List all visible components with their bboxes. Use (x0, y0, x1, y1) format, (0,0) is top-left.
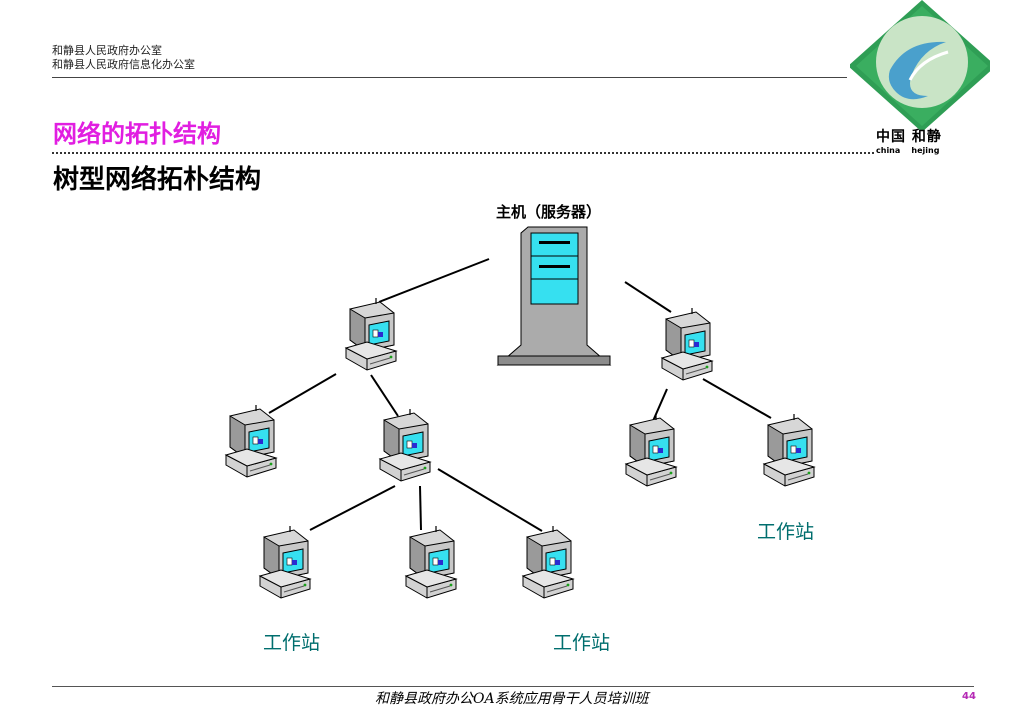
link-server-pc1r (624, 281, 672, 313)
computer-icon-l2-d (763, 413, 815, 487)
link-pc1l-pc2b (370, 374, 399, 417)
computer-icon-l3-c (522, 525, 574, 599)
hejing-logo-icon (850, 0, 990, 130)
computer-icon-l2-c (625, 413, 677, 487)
footer-text: 和静县政府办公OA系统应用骨干人员培训班 (375, 691, 649, 707)
computer-icon-l1-right (661, 307, 713, 381)
logo-text-hejing-cn: 和静 (911, 129, 942, 145)
link-pc1r-pc2c (652, 388, 668, 422)
link-pc2b-pc3a (309, 485, 396, 531)
computer-icon-l2-a (225, 404, 277, 478)
logo-text-china-en: china (876, 146, 901, 155)
logo-text-china-cn: 中国 (876, 129, 906, 145)
link-pc1l-pc2a (268, 373, 337, 414)
computer-icon-l3-a (259, 525, 311, 599)
workstation-label-left: 工作站 (263, 632, 321, 654)
server-tower-icon (496, 226, 612, 366)
logo-text: 中国 和静 china hejing (876, 126, 976, 155)
org-name-line-2: 和静县人民政府信息化办公室 (52, 58, 195, 71)
computer-icon-l2-b (379, 408, 431, 482)
footer-divider (52, 686, 974, 687)
page-number: 44 (962, 691, 976, 702)
link-pc2b-pc3b (419, 485, 422, 531)
link-pc2b-pc3c (437, 468, 543, 532)
workstation-label-right: 工作站 (757, 521, 815, 543)
computer-icon-l3-b (405, 525, 457, 599)
page-title: 树型网络拓朴结构 (53, 165, 262, 195)
link-pc1r-pc2d (702, 378, 772, 419)
header-divider (52, 77, 847, 78)
workstation-label-middle: 工作站 (553, 632, 611, 654)
title-dotted-divider (52, 152, 874, 154)
computer-icon-l1-left (345, 297, 397, 371)
org-name-line-1: 和静县人民政府办公室 (52, 44, 162, 57)
section-title: 网络的拓扑结构 (53, 120, 221, 148)
logo-text-hejing-en: hejing (911, 146, 940, 155)
server-label: 主机（服务器） (496, 203, 602, 221)
link-server-pc1l (378, 258, 490, 303)
